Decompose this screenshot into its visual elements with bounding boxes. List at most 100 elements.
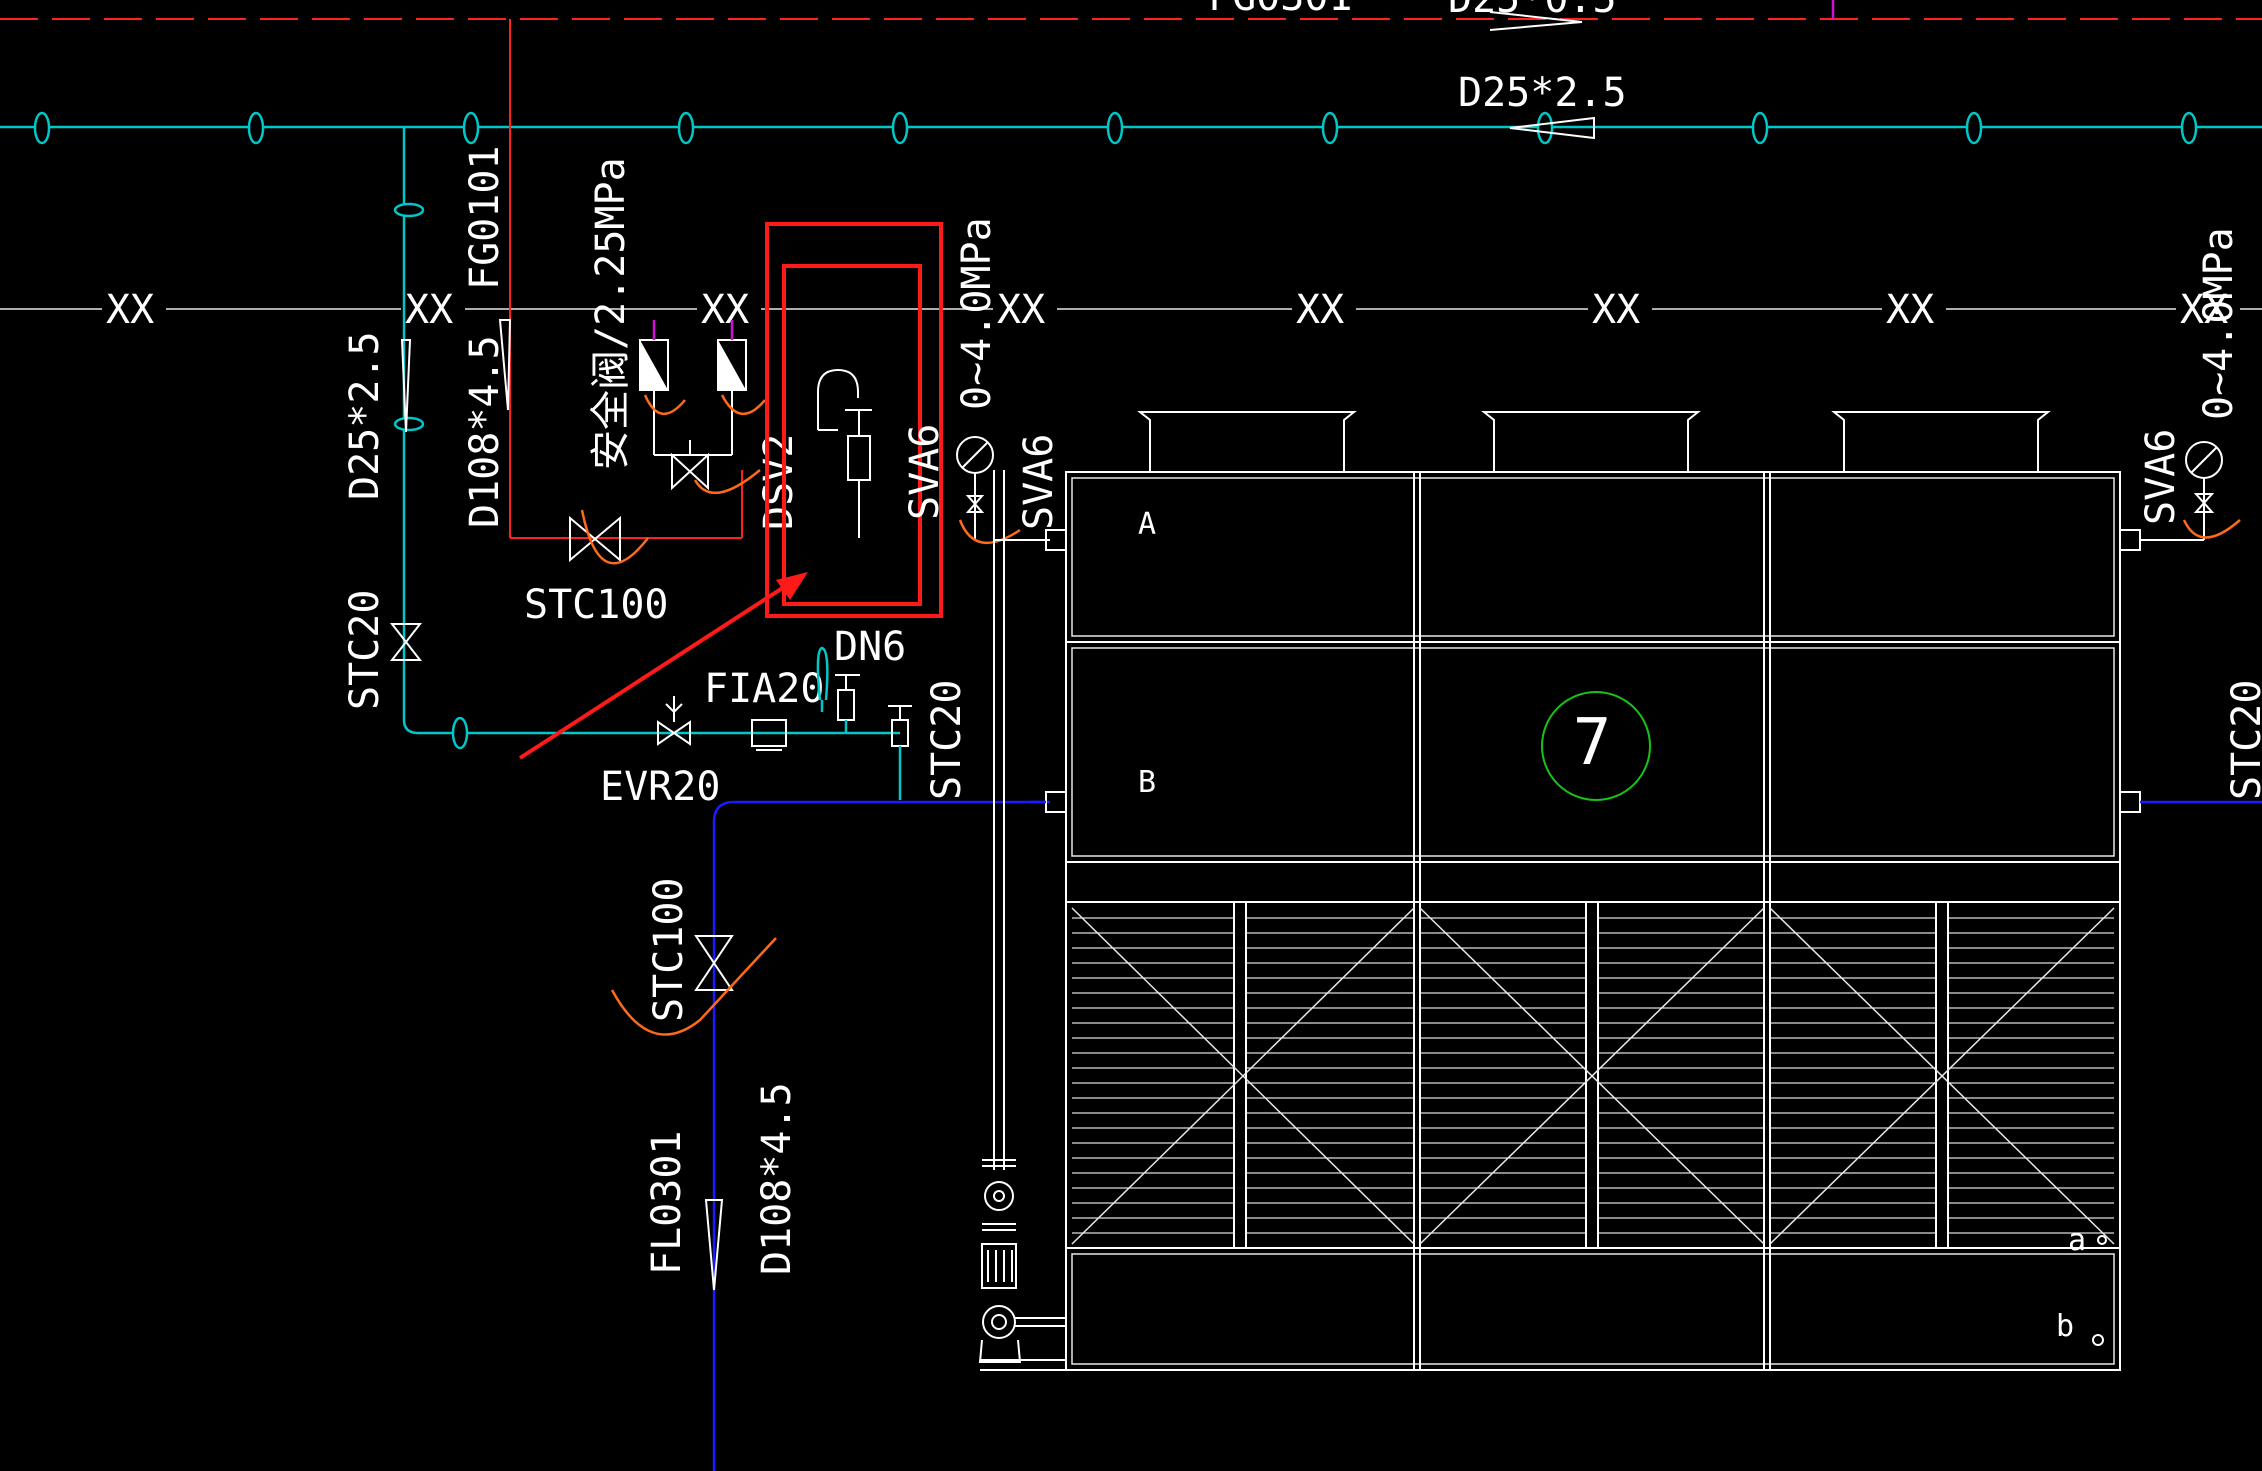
- mark-check: [580, 509, 649, 565]
- label-sva6-a: SVA6: [902, 424, 948, 520]
- mark-check: [693, 469, 761, 495]
- label-port-a: A: [1138, 507, 1156, 542]
- water-basin: [1065, 1247, 2121, 1371]
- xx-marker: XX: [1592, 287, 1640, 333]
- mark-check: [958, 519, 1021, 545]
- label-d108-top: D108*4.5: [462, 335, 508, 528]
- xx-marker: XX: [405, 287, 453, 333]
- gauge-coil: [817, 368, 859, 430]
- fan-unit: [1831, 411, 2051, 473]
- label-top-pipe-frag: D25*0.5: [1448, 0, 1617, 22]
- label-safety-valve: 安全阀/2.25MPa: [588, 157, 634, 470]
- flow-arrow-branch: [400, 339, 412, 433]
- valve-stc100-top: [569, 515, 621, 563]
- zero-marker: [1965, 111, 1983, 145]
- label-port-a-small: a: [2068, 1223, 2086, 1258]
- label-fia20: FIA20: [704, 666, 824, 712]
- label-fg0101: FG0101: [462, 146, 508, 291]
- label-fl0301: FL0301: [644, 1131, 690, 1276]
- mark-check: [720, 394, 766, 416]
- equipment-tag-circle: [1541, 691, 1651, 801]
- fan-unit: [1137, 411, 1357, 473]
- highlight-arrow-head: [776, 572, 808, 600]
- solenoid-head: [665, 703, 683, 714]
- liquid-branch-left: [402, 127, 900, 735]
- three-way-valve: [671, 452, 709, 491]
- xx-marker: XX: [1886, 287, 1934, 333]
- filter-fia20: [751, 719, 787, 747]
- label-port-b-small: b: [2056, 1309, 2074, 1344]
- label-dn6: DN6: [834, 624, 906, 670]
- zero-marker: [1536, 111, 1554, 145]
- zero-marker-vertical: [393, 416, 425, 432]
- fan-unit: [1481, 411, 1701, 473]
- label-dsv2: DSV2: [756, 434, 802, 530]
- label-stc100-top: STC100: [524, 582, 669, 628]
- xx-marker: XX: [106, 287, 154, 333]
- pressure-gauge-assembly: [817, 368, 872, 538]
- label-gauge-mid: 0~4.0MPa: [954, 217, 1000, 410]
- label-sva6-b: SVA6: [1016, 434, 1062, 530]
- filter-small: [837, 689, 855, 721]
- circulation-pump: [978, 1159, 1066, 1363]
- label-stc100-bottom: STC100: [646, 878, 692, 1023]
- zero-marker: [891, 111, 909, 145]
- label-d25-left: D25*2.5: [342, 331, 388, 500]
- zero-marker: [33, 111, 51, 145]
- xx-markers: XX XX XX XX XX XX XX XX: [102, 287, 2240, 333]
- flow-arrow-top: [1489, 11, 1583, 31]
- zero-marker-vertical: [393, 202, 425, 218]
- valve-sva6: [965, 495, 985, 513]
- label-gauge-right: 0~4.0MPa: [2196, 227, 2242, 420]
- label-port-b: B: [1138, 765, 1156, 800]
- mark-check: [2182, 519, 2241, 539]
- zero-marker: [247, 111, 265, 145]
- nozzle-a-right: [2119, 529, 2141, 551]
- evaporative-condenser: [980, 411, 2121, 1371]
- label-top-tag: FG0301: [1208, 0, 1353, 20]
- label-sva6-right: SVA6: [2138, 429, 2184, 525]
- liquid-line-markers: [33, 111, 2198, 145]
- label-d108-bottom: D108*4.5: [754, 1082, 800, 1275]
- zero-marker: [677, 111, 695, 145]
- label-pipe-top-right: D25*2.5: [1458, 70, 1627, 116]
- suction-line: [712, 800, 1050, 1471]
- gauge-body: [847, 435, 871, 481]
- pump-casing: [982, 1305, 1016, 1339]
- pump-motor: [981, 1243, 1017, 1289]
- solenoid-valve: [657, 720, 691, 746]
- valve-sva6-right: [2193, 493, 2215, 513]
- highlight-outer-box: [765, 222, 943, 618]
- xx-marker: XX: [997, 287, 1045, 333]
- mark-check: [610, 937, 777, 1036]
- label-stc20-right: STC20: [2224, 680, 2262, 800]
- flow-arrow-gas: [498, 319, 512, 411]
- casing-band: [1065, 861, 2121, 903]
- equipment-tag-number: 7: [1573, 706, 1612, 780]
- zero-marker: [1751, 111, 1769, 145]
- xx-marker: XX: [1296, 287, 1344, 333]
- zero-marker: [1321, 111, 1339, 145]
- flow-arrow-suction: [704, 1199, 724, 1291]
- fan-units: [1137, 411, 2051, 473]
- safety-valve-left-fill: [640, 340, 668, 390]
- label-stc20-mid: STC20: [924, 680, 970, 800]
- xx-marker: XX: [701, 287, 749, 333]
- xx-marker: XX: [2180, 287, 2228, 333]
- valve-stc20-left: [389, 623, 423, 661]
- zero-marker: [2180, 111, 2198, 145]
- safety-valve-pair: [639, 320, 766, 495]
- casing-upper: [1065, 471, 2121, 643]
- zero-marker: [1106, 111, 1124, 145]
- safety-valve-right-fill: [718, 340, 746, 390]
- mark-check: [643, 394, 686, 416]
- zero-marker: [462, 111, 480, 145]
- zero-marker: [451, 716, 469, 750]
- label-evr20: EVR20: [600, 764, 720, 810]
- nozzle-b-right: [2119, 791, 2141, 813]
- highlight-inner-box: [782, 264, 922, 606]
- highlight-arrow-line: [518, 576, 800, 760]
- sight-tube: [816, 646, 829, 701]
- flow-arrow-liquid: [1509, 116, 1595, 140]
- pump-valve-icon: [984, 1181, 1014, 1211]
